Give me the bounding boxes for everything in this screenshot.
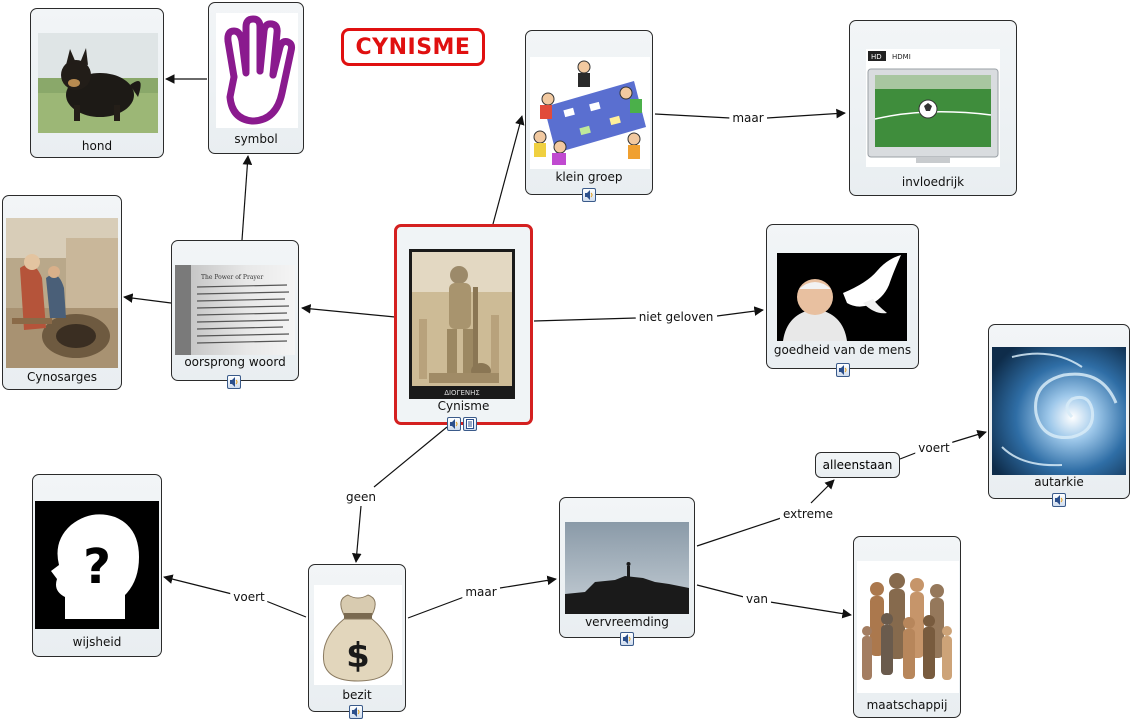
svg-text:HD: HD bbox=[871, 53, 882, 61]
node-wijsheid[interactable]: ? wijsheid bbox=[32, 474, 162, 657]
edge-voert-wijsheid bbox=[163, 574, 233, 595]
edge-bezit-maar bbox=[407, 596, 465, 619]
link-label-maar: maar bbox=[462, 585, 500, 599]
edge-kleingroep-maar bbox=[654, 113, 731, 119]
edge-oorsprong-symbol bbox=[241, 155, 253, 241]
node-label: Cynisme bbox=[437, 399, 490, 413]
book-heading: The Power of Prayer bbox=[201, 274, 263, 281]
link-label-maar: maar bbox=[729, 111, 767, 125]
edge-cynisme-nietgeloven bbox=[533, 317, 637, 322]
crowd-image bbox=[857, 561, 959, 693]
audio-icon[interactable] bbox=[836, 363, 850, 377]
node-maatschappij[interactable]: maatschappij bbox=[853, 536, 961, 718]
svg-text:?: ? bbox=[83, 539, 111, 595]
node-cynisme[interactable]: ΔΙΟΓΕΝΗΣ Cynisme bbox=[394, 224, 533, 431]
node-klein-groep[interactable]: klein groep bbox=[525, 30, 653, 202]
diogenes-statue-image: ΔΙΟΓΕΝΗΣ bbox=[409, 249, 515, 399]
node-alleenstaan[interactable]: alleenstaan bbox=[815, 452, 900, 478]
silhouette-image bbox=[565, 522, 689, 614]
node-label: klein groep bbox=[555, 170, 623, 184]
node-goedheid-van-de-mens[interactable]: goedheid van de mens bbox=[766, 224, 919, 377]
node-label: autarkie bbox=[1034, 475, 1084, 489]
svg-text:$: $ bbox=[346, 636, 370, 676]
audio-icon[interactable] bbox=[1052, 493, 1066, 507]
node-cynosarges[interactable]: Cynosarges bbox=[2, 195, 122, 390]
node-label: oorsprong woord bbox=[184, 355, 286, 369]
tv-image: HD HDMI bbox=[866, 49, 1000, 167]
statue-caption: ΔΙΟΓΕΝΗΣ bbox=[444, 389, 480, 397]
svg-text:HDMI: HDMI bbox=[892, 53, 911, 61]
audio-icon[interactable] bbox=[447, 417, 461, 431]
node-vervreemding[interactable]: vervreemding bbox=[559, 497, 695, 646]
node-label: alleenstaan bbox=[822, 458, 893, 472]
link-label-van: van bbox=[742, 592, 772, 606]
node-label: maatschappij bbox=[866, 698, 948, 712]
node-label: symbol bbox=[234, 132, 278, 146]
swirl-image bbox=[992, 347, 1126, 475]
edge-cynisme-kleingroep bbox=[492, 115, 525, 225]
money-bag-image: $ bbox=[314, 585, 402, 685]
node-oorsprong-woord[interactable]: The Power of Prayer oorsprong woord bbox=[171, 240, 299, 389]
audio-icon[interactable] bbox=[582, 188, 596, 202]
painting-image bbox=[6, 218, 118, 368]
audio-icon[interactable] bbox=[620, 632, 634, 646]
group-meeting-image bbox=[530, 57, 650, 169]
link-label-geen: geen bbox=[343, 490, 379, 504]
pope-dove-image bbox=[777, 253, 907, 341]
edge-cynisme-geen bbox=[373, 426, 448, 488]
edge-maar-vervreemding bbox=[499, 575, 557, 589]
head-question-image: ? bbox=[35, 501, 159, 629]
node-label: hond bbox=[81, 139, 113, 153]
edge-voert-autarkie bbox=[949, 429, 987, 444]
edge-van-maatschappij bbox=[769, 601, 852, 619]
edge-vervreemding-extreme bbox=[696, 516, 785, 547]
edge-alleenstaan-voert bbox=[899, 451, 919, 460]
node-label: invloedrijk bbox=[901, 175, 965, 189]
hand-image bbox=[216, 13, 298, 128]
link-label-niet-geloven: niet geloven bbox=[635, 310, 717, 324]
edge-extreme-alleenstaan bbox=[810, 479, 835, 504]
node-label: goedheid van de mens bbox=[773, 343, 912, 357]
audio-icon[interactable] bbox=[349, 705, 363, 719]
node-label: wijsheid bbox=[72, 635, 122, 649]
map-title: CYNISME bbox=[341, 28, 485, 66]
node-hond[interactable]: hond bbox=[30, 8, 164, 158]
edge-bezit-voert bbox=[265, 600, 307, 618]
node-label: vervreemding bbox=[585, 615, 669, 629]
book-image: The Power of Prayer bbox=[175, 265, 295, 355]
node-label: Cynosarges bbox=[26, 370, 97, 384]
edge-maar-invloedrijk bbox=[766, 108, 846, 119]
link-label-voert: voert bbox=[915, 441, 953, 455]
node-autarkie[interactable]: autarkie bbox=[988, 324, 1130, 507]
audio-icon[interactable] bbox=[227, 375, 241, 389]
node-symbol[interactable]: symbol bbox=[208, 2, 304, 154]
node-bezit[interactable]: $ bezit bbox=[308, 564, 406, 719]
edge-geen-bezit bbox=[351, 505, 362, 563]
edge-vervreemding-van bbox=[696, 584, 745, 598]
dog-image bbox=[38, 33, 158, 133]
link-label-extreme: extreme bbox=[779, 507, 837, 521]
edge-oorsprong-cynosarges bbox=[123, 293, 172, 304]
document-icon[interactable] bbox=[463, 417, 477, 431]
link-label-voert: voert bbox=[230, 590, 268, 604]
edge-nietgeloven-goedheid bbox=[716, 306, 764, 317]
edge-cynisme-oorsprong bbox=[301, 304, 396, 318]
node-label: bezit bbox=[342, 688, 372, 702]
node-invloedrijk[interactable]: HD HDMI invloedrijk bbox=[849, 20, 1017, 196]
